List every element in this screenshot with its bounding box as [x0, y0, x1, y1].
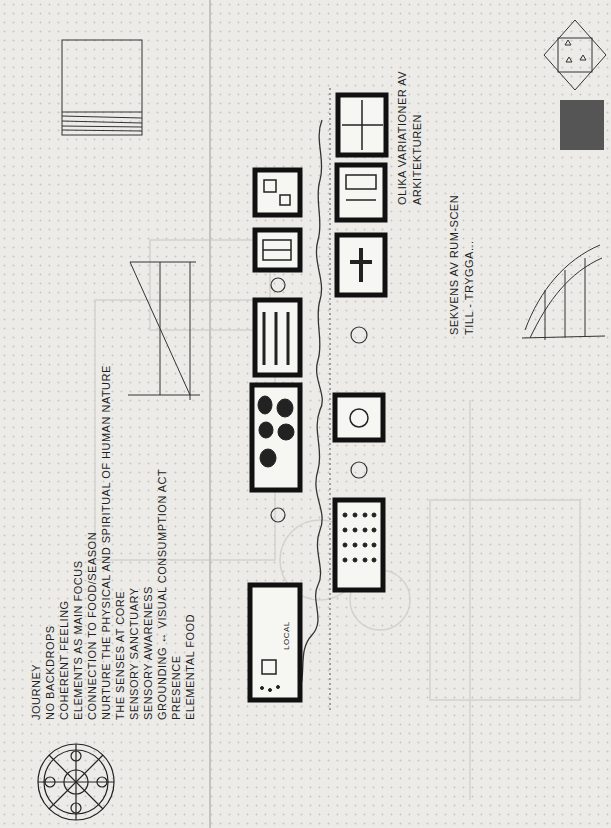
concept-note: COHERENT FEELING [58, 600, 70, 720]
roof-sketch [522, 245, 605, 340]
room-label: LOCAL [283, 621, 292, 650]
grey-swatch [560, 100, 604, 150]
annotation: ARKITEKTUREN [411, 114, 423, 205]
tree-symbols [271, 278, 367, 522]
concept-note: JOURNEY [30, 664, 42, 720]
axis-line [330, 88, 331, 712]
page-fold [209, 0, 211, 828]
annotation: OLIKA VARIATIONER AV [396, 71, 408, 205]
section-sketch [128, 262, 200, 400]
ghost-sketch [95, 240, 580, 800]
concept-note: PRESENCE [170, 655, 182, 720]
room-frames [250, 95, 386, 700]
concept-note: THE SENSES AT CORE [114, 591, 126, 720]
concept-note: ELEMENTAL FOOD [184, 614, 196, 720]
concept-note: SENSORY SANCTUARY [128, 587, 140, 720]
annotation: TILL - TRYGGA... [463, 240, 475, 335]
concept-note: NURTURE THE PHYSICAL AND SPIRITUAL OF HU… [100, 365, 112, 720]
mandala-symbol [38, 744, 114, 820]
concept-note: NO BACKDROPS [44, 625, 56, 720]
rectangle-sketch [62, 40, 142, 135]
annotation: SEKVENS AV RUM-SCEN [448, 195, 460, 335]
room-contents [258, 100, 383, 692]
concept-note: CONNECTION TO FOOD/SEASON [86, 532, 98, 720]
concept-note: GROUNDING ↔ VISUAL CONSUMPTION ACT [156, 469, 168, 720]
concept-note: SENSORY AWARENESS [142, 586, 154, 720]
concept-note: ELEMENTS AS MAIN FOCUS [72, 560, 84, 720]
journey-path [300, 120, 322, 690]
diamond-symbol [544, 20, 606, 90]
